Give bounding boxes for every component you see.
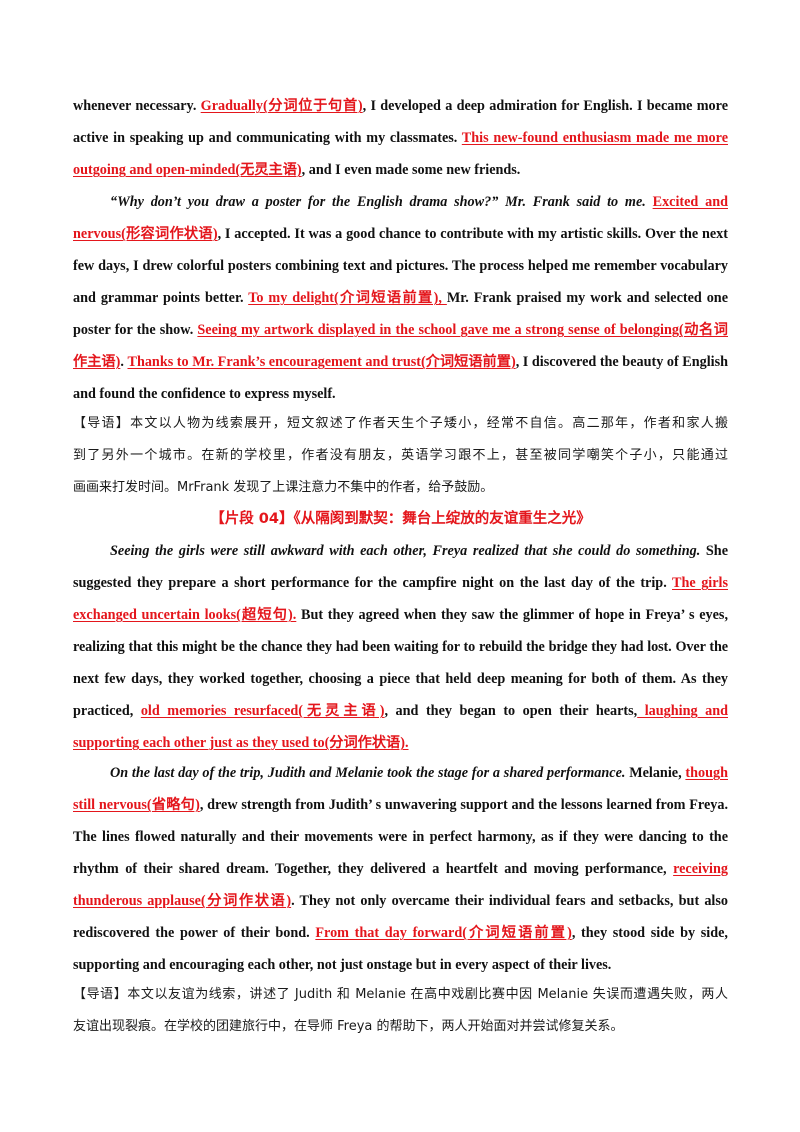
s3-guide-line-3: 画画来打发时间。MrFrank 发现了上课注意力不集中的作者，给予鼓励。 <box>73 480 494 495</box>
s4-guide-line-2: 友谊出现裂痕。在学校的团建旅行中，在导师 Freya 的帮助下，两人开始面对并尝… <box>73 1019 624 1034</box>
s4-line-10: The lines flowed naturally and their mov… <box>73 829 728 845</box>
s4-guide-line-1: 【导语】本文以友谊为线索，讲述了 Judith 和 Melanie 在高中戏剧比… <box>73 987 728 1002</box>
s3-line-5: nervous(形容词作状语), I accepted. It was a go… <box>73 226 728 242</box>
s4-line-6: practiced, old memories resurfaced(无灵主语)… <box>73 703 728 719</box>
annotation-prep-phrase-fronted-2: Thanks to Mr. Frank’s encouragement and … <box>127 354 516 370</box>
annotation-adjective-adverbial: Excited and <box>652 194 728 210</box>
annotation-inanimate-subject: This new-found enthusiasm made me more <box>461 130 728 146</box>
s3-line-1: whenever necessary. Gradually(分词位于句首), I… <box>73 98 728 114</box>
s4-line-9: still nervous(省略句), drew strength from J… <box>73 797 728 813</box>
s4-line-11: rhythm of their shared dream. Together, … <box>73 861 728 877</box>
annotation-inanimate-subject-2: old memories resurfaced(无灵主语) <box>140 703 385 719</box>
s3-guide-line-1: 【导语】本文以人物为线索展开，短文叙述了作者天生个子矮小，经常不自信。高二那年，… <box>73 416 728 431</box>
s3-guide-line-2: 到了另外一个城市。在新的学校里，作者没有朋友，英语学习跟不上，甚至被同学嘲笑个子… <box>73 448 728 463</box>
annotation-participle-fronted: Gradually(分词位于句首) <box>200 98 363 114</box>
annotation-prep-phrase-fronted: To my delight(介词短语前置), <box>248 290 447 306</box>
s4-line-5: next few days, they worked together, cho… <box>73 671 728 687</box>
annotation-participle-adverbial-2: receiving <box>673 861 728 877</box>
annotation-participle-adverbial: laughing and <box>637 703 728 719</box>
s4-line-14: supporting and encouraging each other, n… <box>73 957 612 973</box>
s3-line-7: and grammar points better. To my delight… <box>73 290 728 306</box>
section-title: 【片段 04】《从隔阂到默契：舞台上绽放的友谊重生之光》 <box>210 511 591 527</box>
s3-line-9: 作主语). Thanks to Mr. Frank’s encouragemen… <box>73 354 728 370</box>
s3-line-2: active in speaking up and communicating … <box>73 130 728 146</box>
s3-line-8: poster for the show. Seeing my artwork d… <box>73 322 728 338</box>
annotation-elliptical-sentence: though <box>685 765 728 781</box>
s3-line-4: “Why don’t you draw a poster for the Eng… <box>110 194 728 210</box>
annotation-prep-phrase-fronted-3: From that day forward(介词短语前置) <box>315 925 572 941</box>
s4-line-4: realizing that this might be the chance … <box>73 639 728 655</box>
s3-line-10: and found the confidence to express myse… <box>73 386 336 402</box>
s3-line-3: outgoing and open-minded(无灵主语), and I ev… <box>73 162 521 178</box>
s4-line-3: exchanged uncertain looks(超短句). But they… <box>73 607 728 623</box>
s4-line-1: Seeing the girls were still awkward with… <box>110 543 728 559</box>
s4-line-7: supporting each other just as they used … <box>73 735 409 751</box>
s4-line-8: On the last day of the trip, Judith and … <box>110 765 728 781</box>
s4-line-2: suggested they prepare a short performan… <box>73 575 728 591</box>
s4-line-13: rediscovered the power of their bond. Fr… <box>73 925 728 941</box>
annotation-gerund-subject: Seeing my artwork displayed in the schoo… <box>197 322 728 338</box>
annotation-short-sentence: The girls <box>672 575 728 591</box>
s4-line-12: thunderous applause(分词作状语). They not onl… <box>73 893 728 909</box>
s3-line-6: few days, I drew colorful posters combin… <box>73 258 728 274</box>
